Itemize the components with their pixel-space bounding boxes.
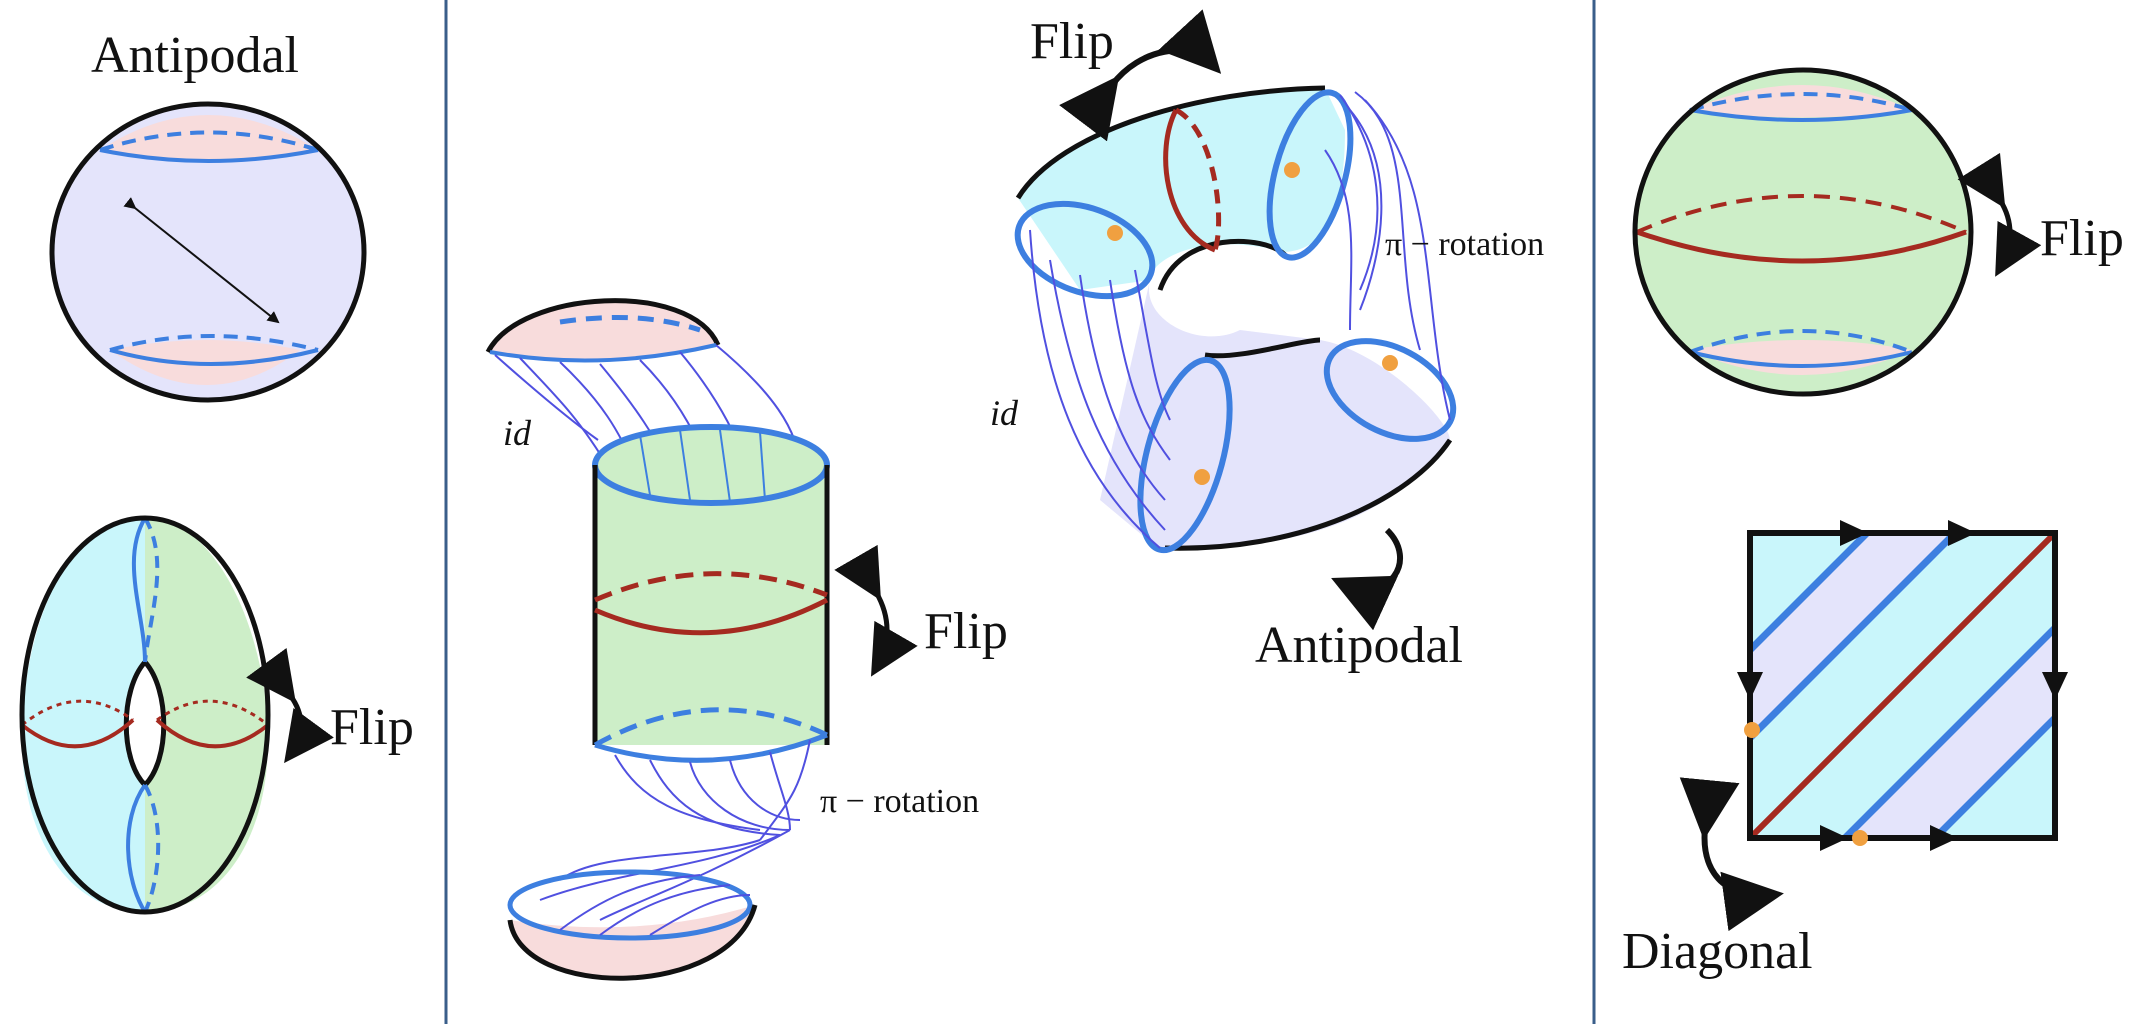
diagonal-square bbox=[1679, 520, 2068, 932]
label-flip-cylinder: Flip bbox=[924, 603, 1008, 660]
label-pi-rotation-ring: π − rotation bbox=[1385, 226, 1544, 263]
label-flip-ring-top: Flip bbox=[1030, 13, 1114, 70]
cylinder-diagram bbox=[485, 298, 918, 981]
label-pi-rotation-bottom: π − rotation bbox=[820, 783, 979, 820]
label-id-ring: id bbox=[990, 393, 1019, 433]
flip-torus bbox=[19, 515, 334, 915]
label-flip-sphere: Flip bbox=[2040, 210, 2124, 267]
label-flip-torus: Flip bbox=[330, 699, 414, 756]
label-diagonal: Diagonal bbox=[1622, 923, 1813, 980]
label-antipodal-top: Antipodal bbox=[91, 27, 299, 84]
flip-sphere bbox=[1632, 67, 2042, 397]
ring-diagram bbox=[1014, 9, 1457, 631]
label-antipodal-ring: Antipodal bbox=[1255, 617, 1463, 674]
antipodal-sphere bbox=[49, 101, 367, 403]
label-id-top: id bbox=[503, 413, 532, 453]
